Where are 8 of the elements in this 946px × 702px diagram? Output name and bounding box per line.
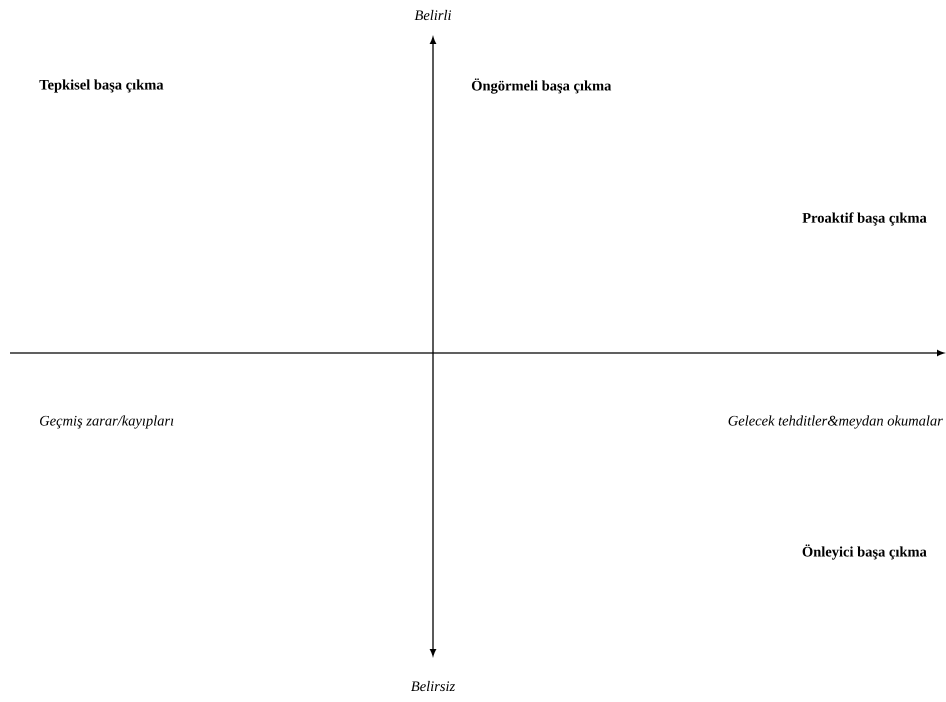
quadrant-label: Tepkisel başa çıkma [39,79,164,93]
axis-label: Belirli [414,10,452,20]
quadrant-label: Öngörmeli başa çıkma [472,78,612,94]
axis-label: Belirsiz [411,680,455,692]
axis-label: Gelecek tehditler&meydan okumalar [728,415,943,429]
axis-label: Geçmiş zarar/kayıpları [40,415,174,429]
quadrant-label: Önleyici başa çıkma [802,544,927,560]
quadrant-label: Proaktif başa çıkma [802,212,927,226]
